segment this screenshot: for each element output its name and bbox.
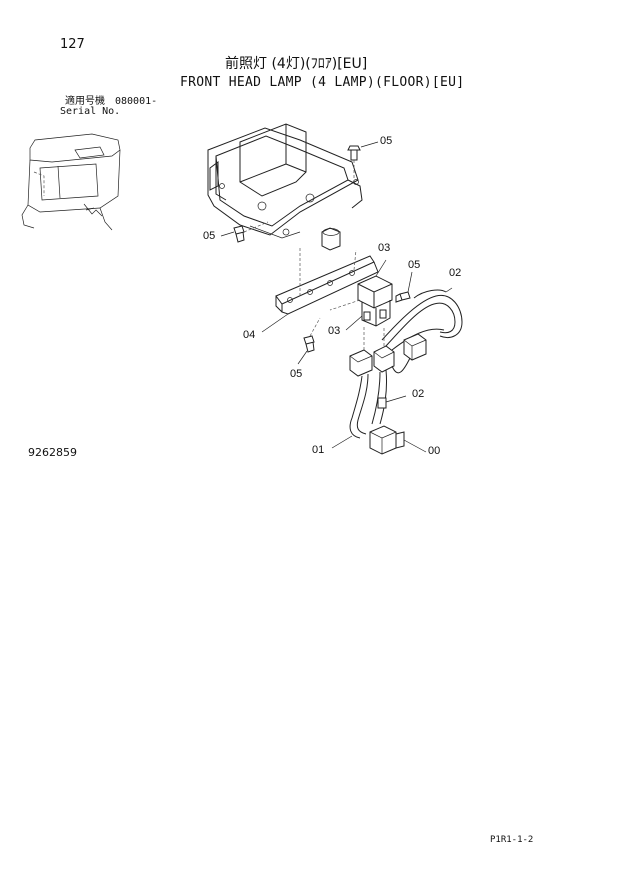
floor-plate <box>207 123 363 251</box>
serial-label-english: Serial No. <box>60 106 121 117</box>
bolt-05-top <box>347 141 379 182</box>
title-english: FRONT HEAD LAMP (4 LAMP)(FLOOR)[EU] <box>180 75 465 90</box>
serial-value: 080001- <box>115 96 158 107</box>
machine-thumbnail <box>21 133 121 231</box>
callout-02-top: 02 <box>449 267 462 279</box>
callout-00: 00 <box>428 445 441 457</box>
bolt-05-right <box>395 271 413 303</box>
callout-03-mid: 03 <box>328 325 341 337</box>
bracket-04 <box>261 248 379 333</box>
serial-label-japanese: 適用号機 <box>65 96 105 107</box>
callout-04: 04 <box>243 329 256 341</box>
callout-05-bottom: 05 <box>290 368 303 380</box>
lamp-unit-03 <box>329 259 393 331</box>
bolt-05-bottom <box>297 317 321 365</box>
callout-05-right: 05 <box>408 259 421 271</box>
drawing-number: 9262859 <box>28 446 77 459</box>
page-code: P1R1-1-2 <box>490 835 534 845</box>
callout-01: 01 <box>312 444 325 456</box>
callout-02-mid: 02 <box>412 388 425 400</box>
bolt-05-left <box>220 221 269 243</box>
callout-05-left: 05 <box>203 230 216 242</box>
title-japanese: 前照灯 (4灯)(ﾌﾛｱ)[EU] <box>225 56 368 72</box>
page-number: 127 <box>60 37 85 52</box>
callout-03-top: 03 <box>378 242 391 254</box>
wire-harness <box>331 287 463 455</box>
callout-05-top: 05 <box>380 135 393 147</box>
